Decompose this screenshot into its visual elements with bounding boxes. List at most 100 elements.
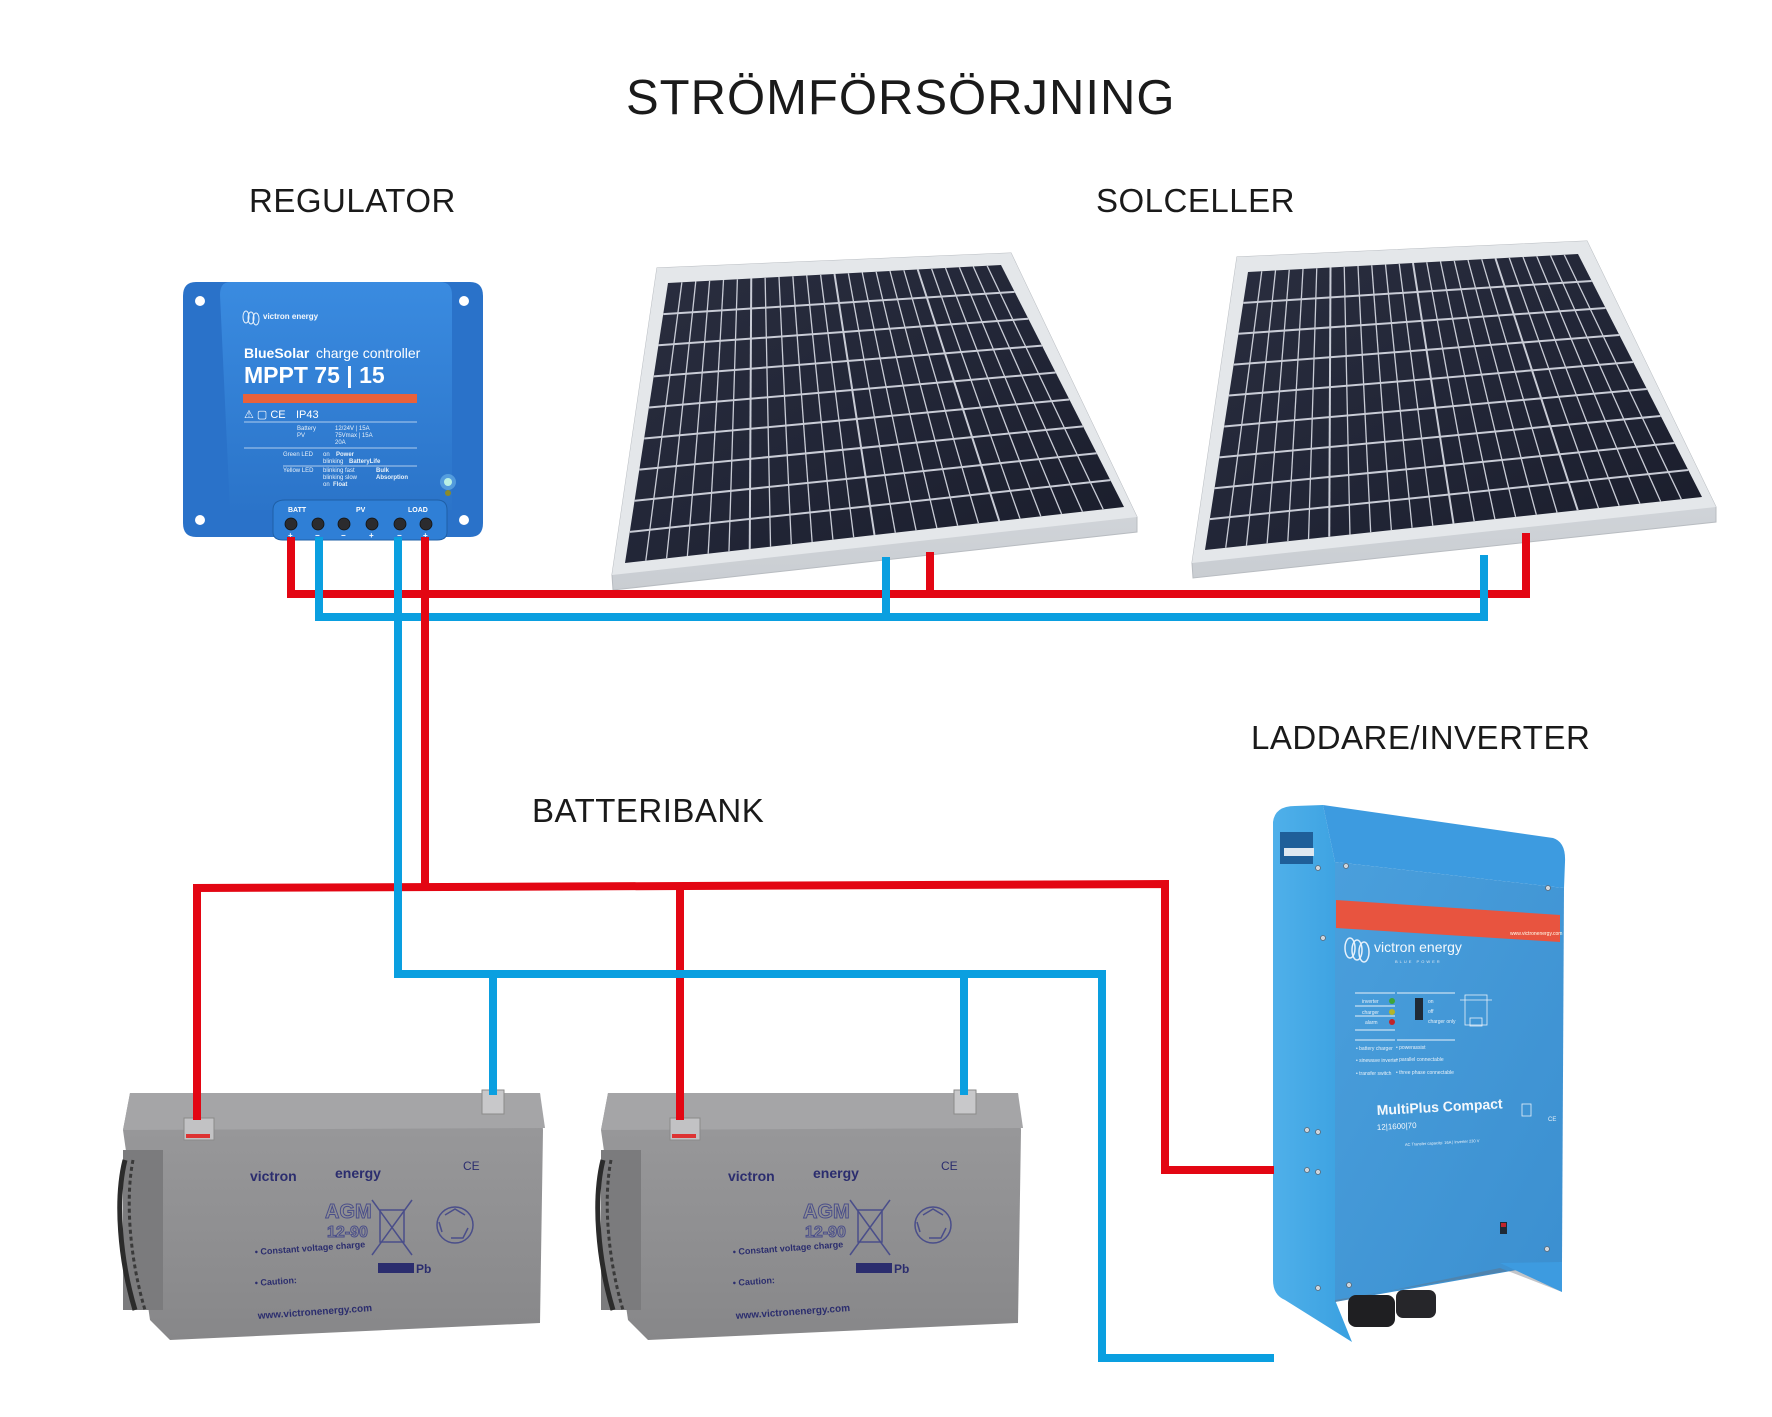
- polarity-mark: −: [315, 531, 320, 540]
- cell-gridline: [1398, 263, 1434, 526]
- cell-gridline: [1209, 469, 1689, 521]
- cell-gridline: [847, 273, 896, 533]
- cell-gridline: [1328, 267, 1332, 537]
- switch-position-label: on: [1428, 999, 1434, 1005]
- bin-crossed-icon: [371, 1199, 413, 1256]
- cell-gridline: [958, 267, 1063, 515]
- breaker-switch[interactable]: [1500, 1222, 1507, 1234]
- cell-gridline: [764, 277, 772, 547]
- cell-gridline: [1228, 361, 1634, 397]
- polarity-mark: +: [423, 531, 428, 540]
- cell-gridline: [1225, 271, 1263, 548]
- cell-gridline: [1287, 268, 1304, 542]
- yellow-led: [445, 490, 451, 496]
- spec-label: PV: [297, 433, 305, 439]
- feature-text: • powerassist: [1396, 1045, 1426, 1051]
- switch-position-label: charger only: [1428, 1019, 1456, 1025]
- cable-gland: [1396, 1290, 1436, 1318]
- alarm-led: [1389, 1019, 1395, 1025]
- cell-gridline: [686, 280, 711, 557]
- cell-gridline: [748, 278, 753, 550]
- inverter-model: MultiPlus Compact: [1376, 1095, 1503, 1118]
- cell-gridline: [1467, 259, 1537, 515]
- inverter-transfer-note: AC Transfer capacity: 16A | Inverter 230…: [1405, 1138, 1480, 1147]
- battery-brand-2: energy: [813, 1165, 859, 1181]
- charger-inverter: www.victronenergy.com victron energy BLU…: [1273, 805, 1566, 1342]
- feature-text: • sinewave inverter: [1356, 1058, 1398, 1064]
- mount-hole: [459, 296, 469, 306]
- inverter-brand-sub: BLUE POWER: [1395, 959, 1442, 964]
- regulator-label: REGULATOR: [249, 182, 456, 219]
- battery-1: victron energy AGM 12-90 • Constant volt…: [117, 1089, 545, 1340]
- inverter-ce-mark: CE: [1548, 1117, 1556, 1123]
- charge-regulator: victron energy BlueSolar charge controll…: [183, 282, 483, 541]
- regulator-model: MPPT 75 | 15: [244, 362, 385, 388]
- battery-type: AGM: [803, 1201, 850, 1223]
- recycle-icon: [914, 1206, 952, 1244]
- cell-gridline: [707, 279, 725, 554]
- terminal-label-pv: PV: [356, 507, 366, 514]
- victron-logo-icon: [242, 310, 260, 326]
- led-state: blinking slow: [323, 475, 358, 481]
- regulator-product-line: charge controller: [316, 345, 421, 361]
- cell-gridline: [653, 344, 1043, 378]
- cell-gridline: [861, 272, 917, 531]
- cable-gland: [1348, 1295, 1395, 1327]
- solar-cell-grid: [1209, 254, 1689, 548]
- solar-panel-2: [1191, 240, 1717, 579]
- inverter-rating: 12|1600|70: [1377, 1121, 1418, 1132]
- battery-model: 12-90: [805, 1224, 846, 1241]
- cell-gridline: [1245, 270, 1277, 546]
- inverter-led: [1389, 998, 1395, 1004]
- indicator-label: alarm: [1365, 1020, 1378, 1026]
- cell-gridline: [1549, 255, 1662, 502]
- switch-position-label: off: [1428, 1009, 1434, 1015]
- cell-gridline: [1481, 259, 1558, 513]
- indicator-panel: inverter charger alarm on off charger on…: [1355, 992, 1492, 1077]
- cell-gridline: [903, 270, 980, 524]
- battery-pb-mark: Pb: [894, 1262, 909, 1276]
- inverter-website: www.victronenergy.com: [1510, 931, 1562, 937]
- cell-gridline: [1563, 254, 1682, 500]
- spec-label: Battery: [297, 426, 316, 432]
- cell-gridline: [889, 270, 959, 526]
- cell-gridline: [1426, 262, 1475, 522]
- terminal-label-load: LOAD: [408, 507, 428, 514]
- solar-cell-grid: [629, 265, 1111, 561]
- mount-hole: [459, 515, 469, 525]
- battery-model: 12-90: [327, 1224, 368, 1241]
- regulator-accent-bar: [243, 394, 417, 403]
- cell-gridline: [1224, 388, 1647, 428]
- polarity-mark: +: [369, 531, 374, 540]
- led-state: on: [323, 452, 330, 458]
- regulator-product-line-bold: BlueSolar: [244, 345, 310, 361]
- cell-gridline: [1343, 266, 1351, 535]
- mount-hole: [195, 296, 205, 306]
- cell-gridline: [1238, 307, 1606, 335]
- battery-pb-mark: Pb: [416, 1262, 431, 1276]
- cell-gridline: [806, 275, 834, 540]
- polarity-mark: −: [341, 531, 346, 540]
- cell-gridline: [648, 371, 1056, 409]
- cell-gridline: [1307, 268, 1318, 539]
- power-switch[interactable]: [1415, 998, 1423, 1020]
- victron-logo-icon: [1344, 937, 1370, 963]
- spec-value: 75Vmax | 15A: [335, 433, 373, 439]
- cell-gridline: [634, 452, 1097, 502]
- cell-gridline: [916, 269, 1001, 522]
- green-led: [444, 478, 452, 486]
- solar-panel-1: [611, 252, 1138, 591]
- cell-gridline: [639, 425, 1084, 471]
- led-meaning: Bulk: [376, 468, 390, 474]
- battery-2: victron energy AGM 12-90 • Constant volt…: [595, 1089, 1023, 1340]
- led-state: on: [323, 482, 330, 488]
- led-label: Green LED: [283, 452, 314, 458]
- cell-gridline: [1357, 265, 1372, 533]
- battery-heading-caution: • Caution:: [254, 1275, 297, 1288]
- cell-gridline: [1214, 442, 1675, 490]
- cell-gridline: [833, 273, 876, 536]
- cell-gridline: [944, 267, 1042, 517]
- terminal-label-batt: BATT: [288, 507, 307, 514]
- wire-positive-bus: [193, 879, 1274, 1174]
